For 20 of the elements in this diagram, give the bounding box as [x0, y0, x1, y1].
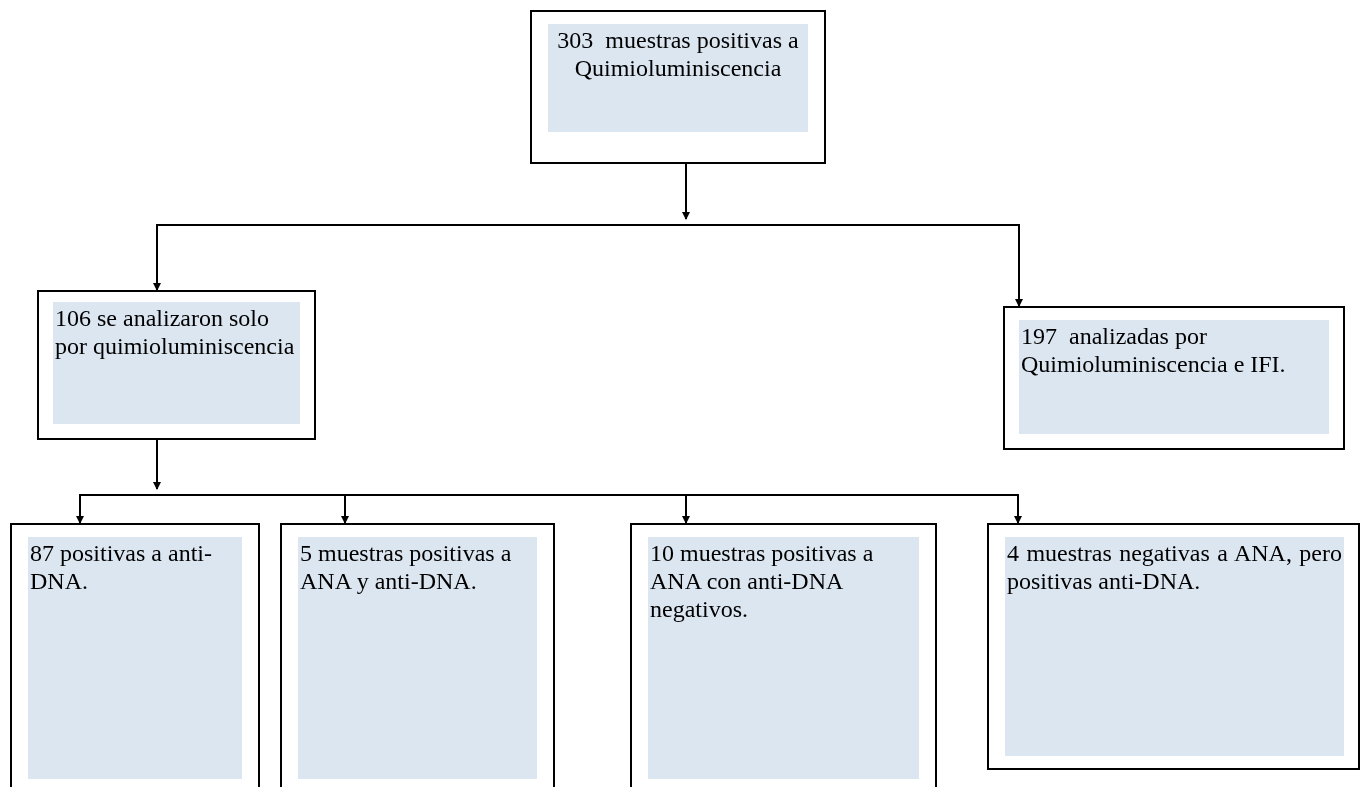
process-box — [10, 523, 260, 787]
process-box — [37, 290, 316, 440]
process-box — [530, 10, 826, 164]
arrow — [156, 494, 1022, 524]
box-text: 197 analizadas por Quimioluminiscencia e IFI. — [1021, 323, 1286, 377]
box-text: 10 muestras positivas a ANA con anti-DNA negativos. — [650, 540, 875, 622]
arrow — [682, 163, 690, 220]
process-box — [280, 523, 555, 787]
box-text: 5 muestras positivas a ANA y anti-DNA. — [300, 540, 513, 594]
process-box — [630, 523, 937, 787]
process-box — [987, 523, 1360, 770]
process-box — [1003, 306, 1345, 450]
box-text: 4 muestras negativas a ANA, pero positivas anti-DNA. — [1007, 540, 1343, 594]
arrow — [153, 224, 687, 291]
box-text: 303 muestras positivas a Quimioluminiscencia — [557, 27, 800, 81]
arrow — [685, 224, 1023, 307]
arrow — [76, 494, 158, 524]
arrow — [153, 439, 161, 490]
box-text: 106 se analizaron solo por quimioluminiscencia — [55, 305, 295, 359]
box-text: 87 positivas a anti-DNA. — [30, 540, 212, 594]
